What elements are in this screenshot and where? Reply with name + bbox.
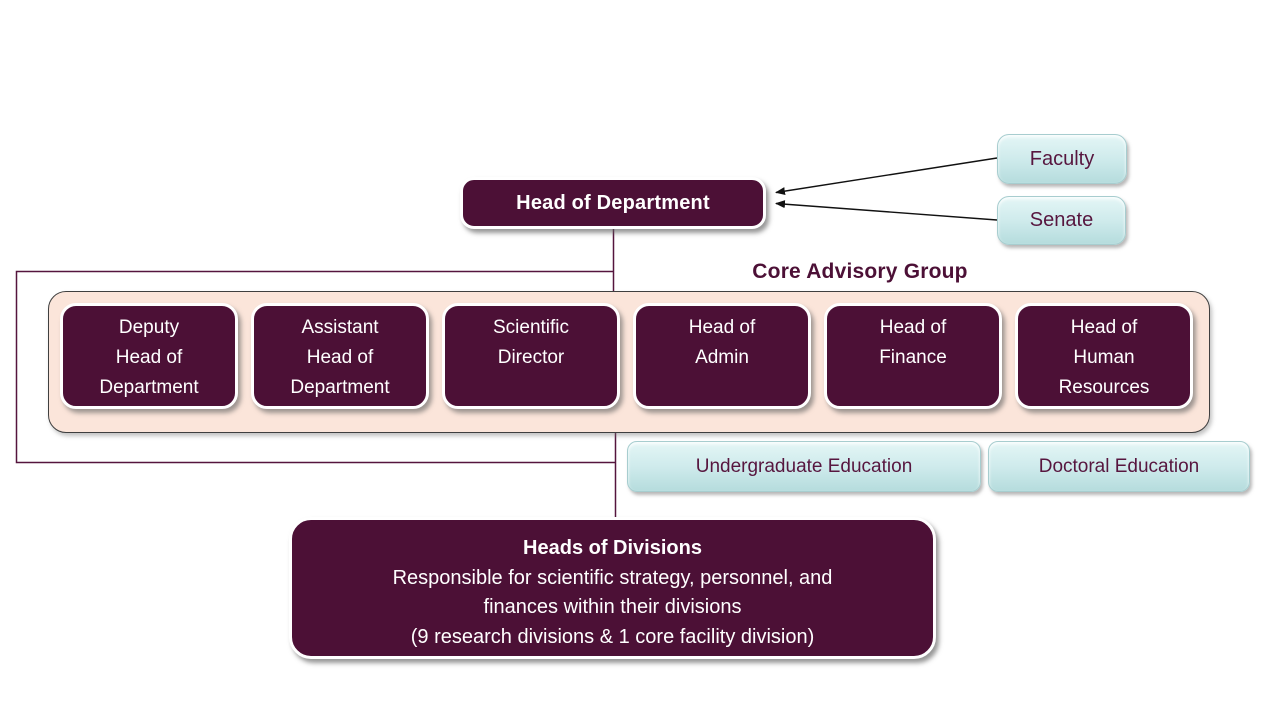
senate-node: Senate [997,196,1126,245]
faculty-node: Faculty [997,134,1127,184]
advisor-node-scientific-director: Scientific Director [442,303,620,409]
advisor-node-deputy-head: Deputy Head of Department [60,303,238,409]
core-advisory-group-container: Deputy Head of Department Assistant Head… [48,291,1210,433]
core-advisory-group-label: Core Advisory Group [752,260,968,283]
advisor-node-head-of-finance: Head of Finance [824,303,1002,409]
arrow-faculty-to-hod [775,157,998,196]
doctoral-education-node: Doctoral Education [988,441,1250,492]
divisions-body: Responsible for scientific strategy, per… [392,566,833,648]
advisor-node-head-of-hr: Head of Human Resources [1015,303,1193,409]
head-of-department-node: Head of Department [460,177,766,229]
heads-of-divisions-node: Heads of Divisions Responsible for scien… [289,517,936,659]
divisions-title: Heads of Divisions [523,537,702,559]
advisor-node-assistant-head: Assistant Head of Department [251,303,429,409]
advisor-node-head-of-admin: Head of Admin [633,303,811,409]
undergraduate-education-node: Undergraduate Education [627,441,981,492]
arrow-senate-to-hod [775,200,998,221]
